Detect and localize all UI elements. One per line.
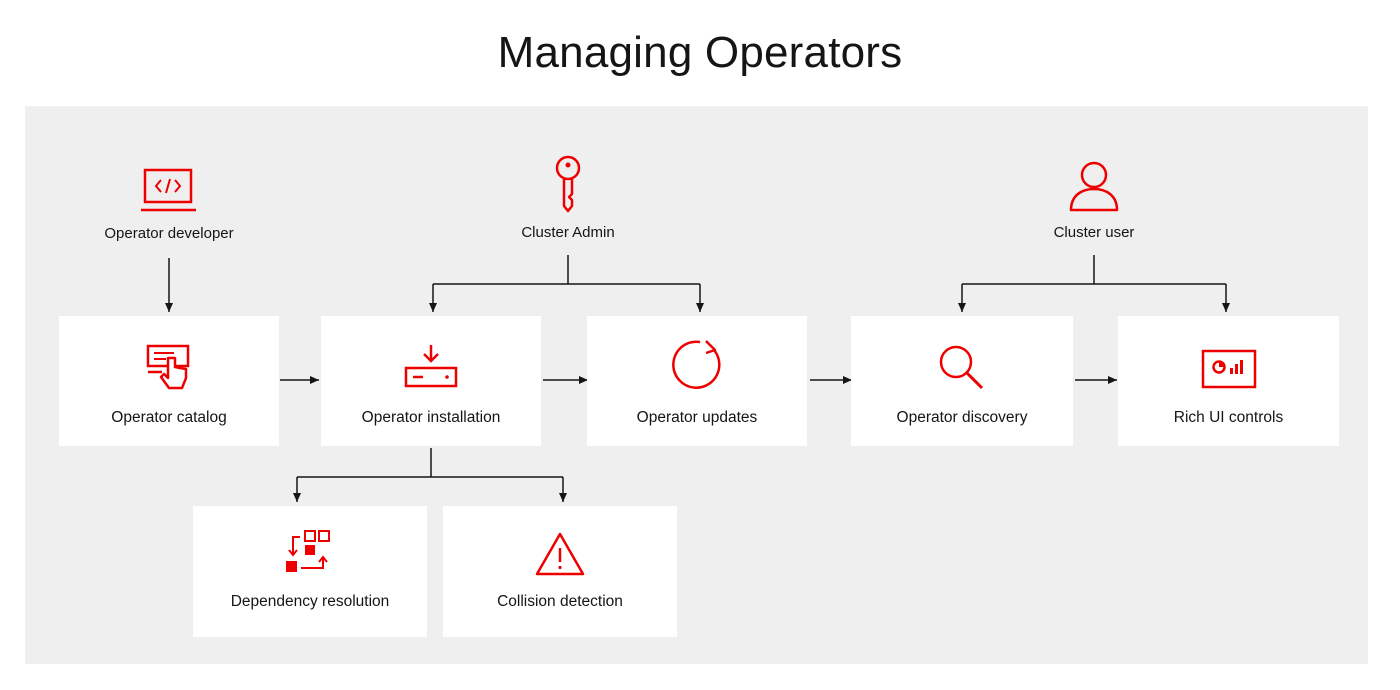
persona-label: Operator developer xyxy=(104,225,234,242)
magnifier-icon xyxy=(939,345,984,390)
box-collision-detection: Collision detection xyxy=(443,506,677,637)
catalog-hand-icon xyxy=(146,344,190,390)
warning-triangle-icon xyxy=(535,532,585,576)
box-dependency-resolution: Dependency resolution xyxy=(193,506,427,637)
persona-operator-developer: Operator developer xyxy=(59,167,279,242)
page-title: Managing Operators xyxy=(497,28,903,77)
box-operator-discovery: Operator discovery xyxy=(851,316,1073,446)
box-operator-installation: Operator installation xyxy=(321,316,541,446)
dependency-blocks-icon xyxy=(286,530,330,572)
box-label: Operator updates xyxy=(636,409,758,426)
box-label: Operator discovery xyxy=(896,409,1028,426)
box-label: Operator catalog xyxy=(111,409,227,426)
box-rich-ui-controls: Rich UI controls xyxy=(1118,316,1339,446)
box-operator-updates: Operator updates xyxy=(587,316,807,446)
box-label: Dependency resolution xyxy=(230,593,390,610)
persona-label: Cluster Admin xyxy=(521,224,615,241)
dashboard-icon xyxy=(1201,349,1256,389)
key-icon xyxy=(555,155,581,213)
install-download-icon xyxy=(404,345,458,388)
refresh-circle-icon xyxy=(672,340,721,389)
persona-label: Cluster user xyxy=(1053,224,1135,241)
user-icon xyxy=(1069,161,1119,212)
box-operator-catalog: Operator catalog xyxy=(59,316,279,446)
code-monitor-icon xyxy=(141,168,196,212)
persona-cluster-user: Cluster user xyxy=(984,158,1204,241)
box-label: Rich UI controls xyxy=(1173,409,1284,426)
box-label: Operator installation xyxy=(361,409,501,426)
persona-cluster-admin: Cluster Admin xyxy=(458,154,678,241)
box-label: Collision detection xyxy=(497,593,623,610)
